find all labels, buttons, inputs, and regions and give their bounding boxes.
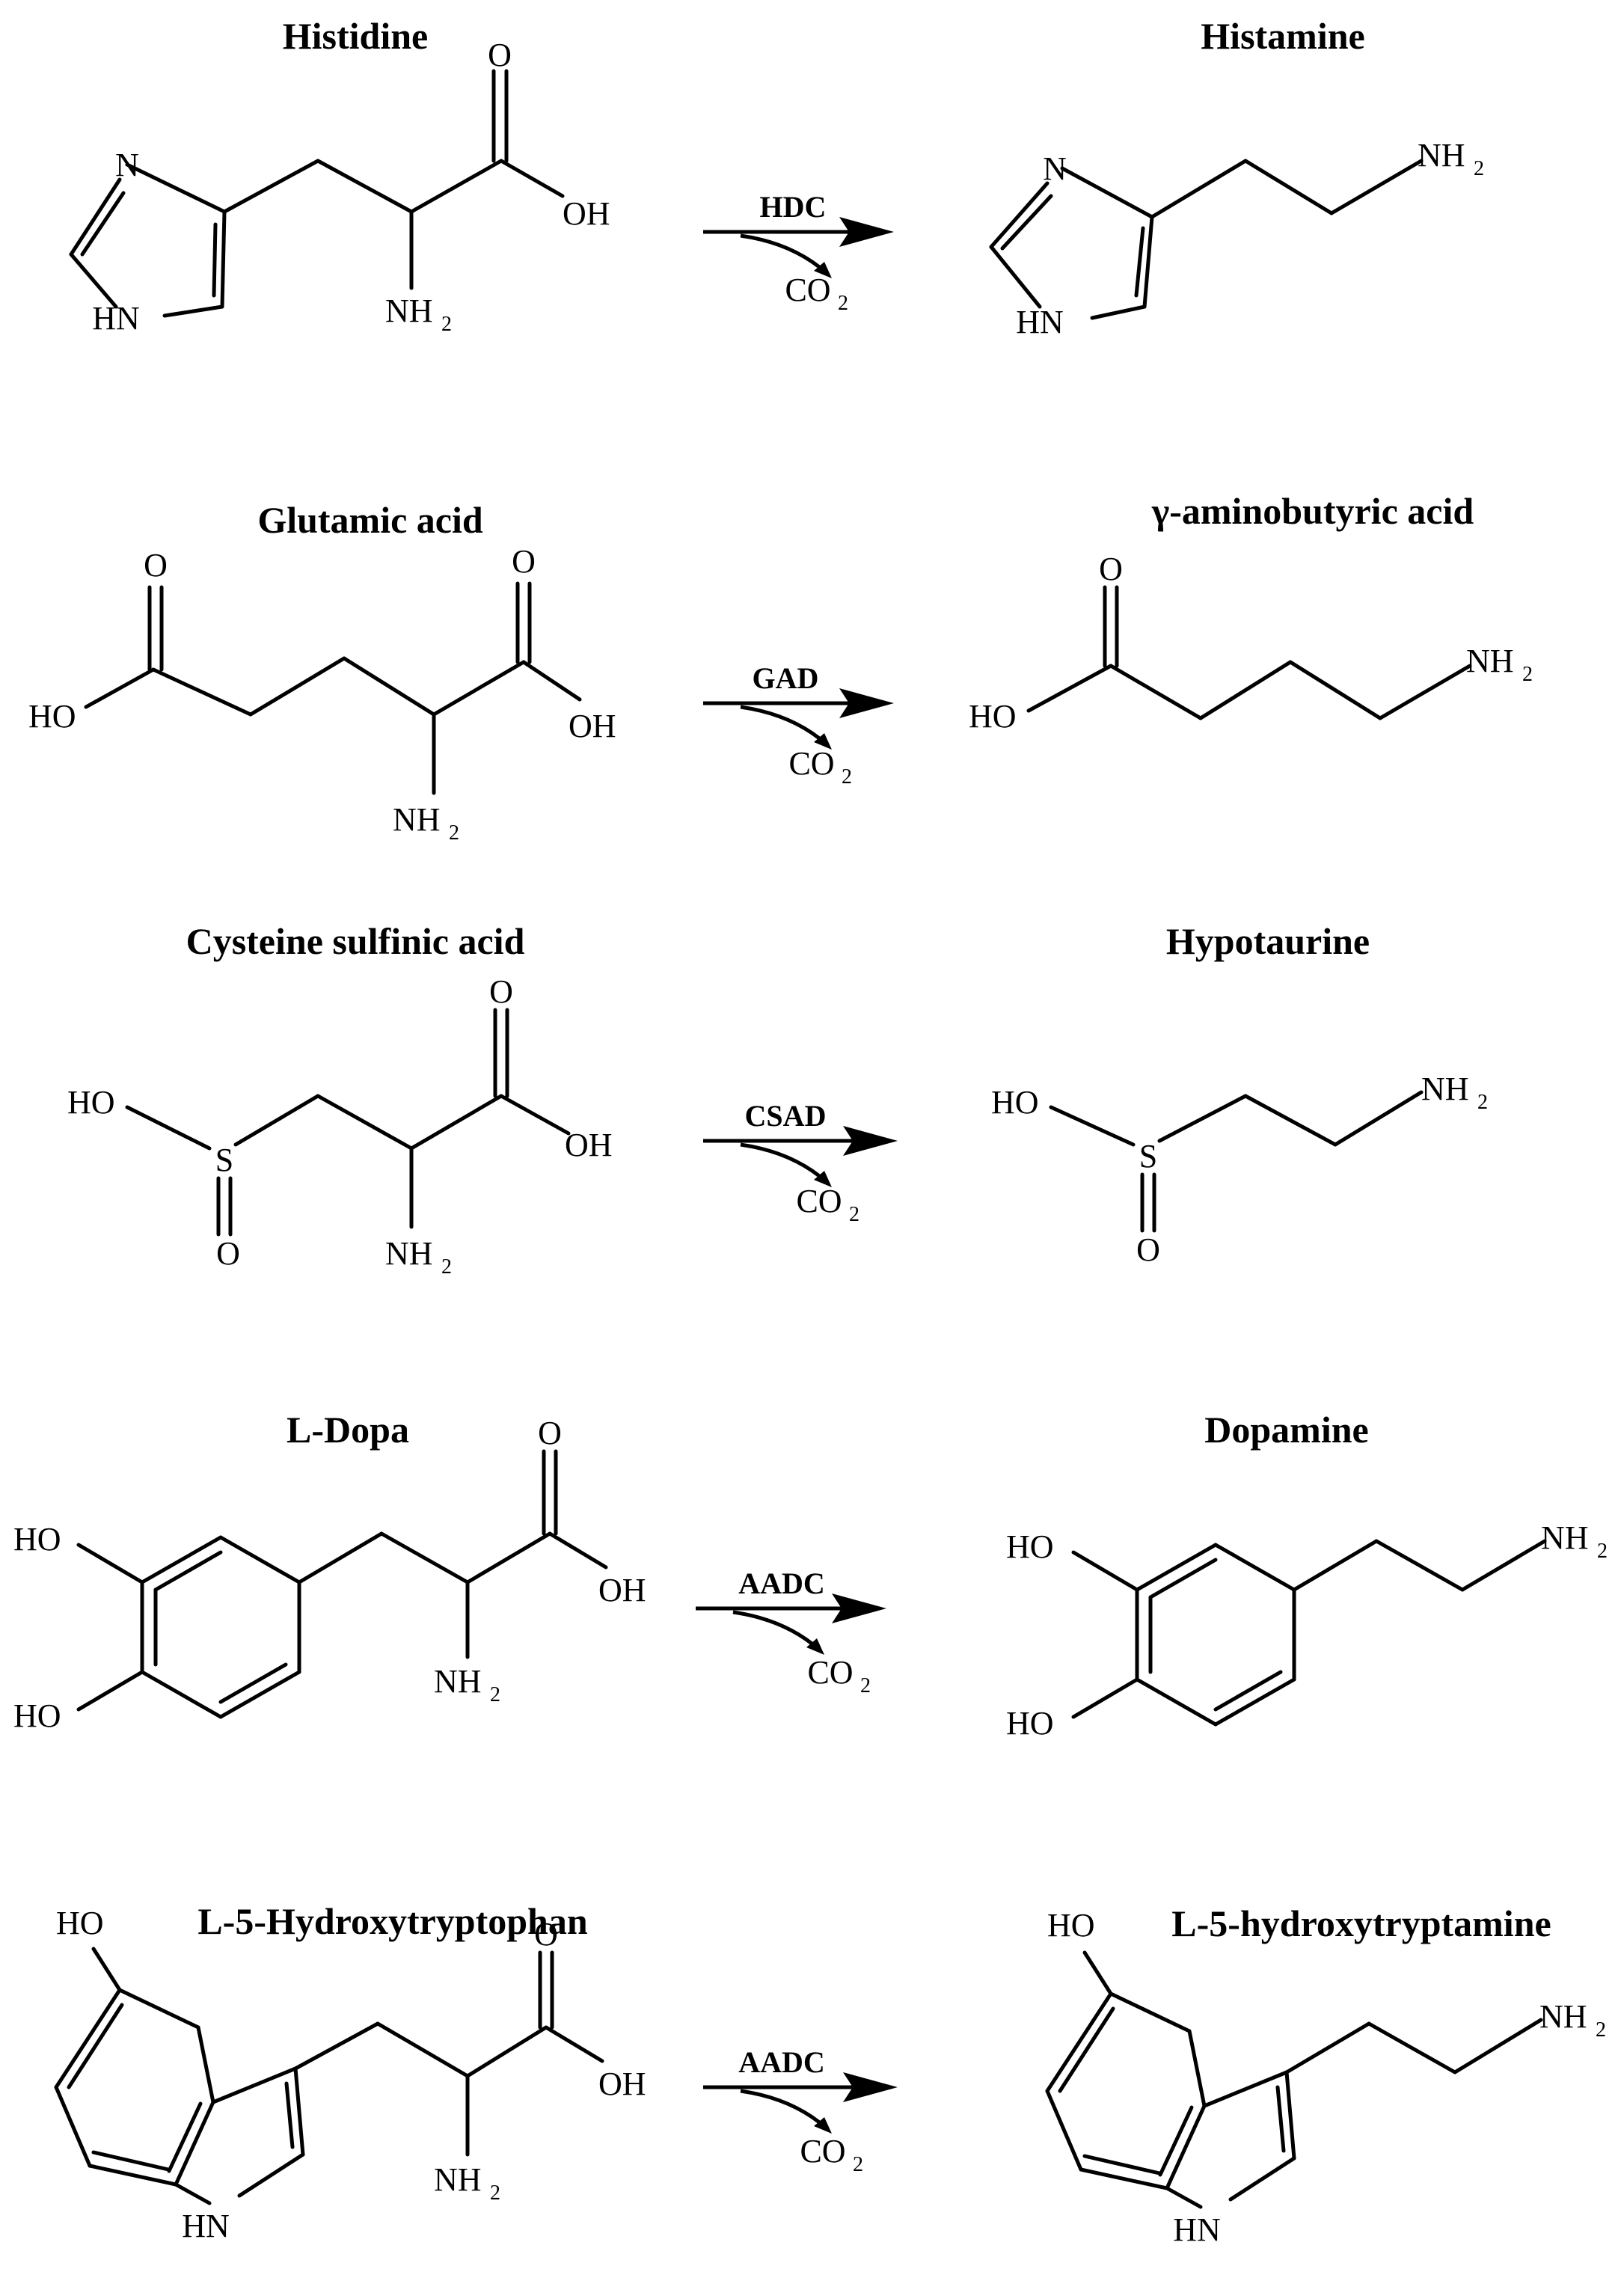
- atom-label: O: [512, 543, 536, 580]
- atom-label: HN: [182, 2208, 230, 2244]
- atom-label: O: [489, 973, 513, 1010]
- atom-label: OH: [565, 1127, 613, 1163]
- co2-subscript: 2: [838, 292, 848, 315]
- substrate-name-5: L-5-Hydroxytryptophan: [197, 1900, 588, 1942]
- atom-subscript: 2: [1522, 663, 1533, 686]
- 5-hydroxytryptophan-structure: HO HN O OH NH 2: [54, 1905, 646, 2244]
- histidine-structure: N HN O OH NH 2: [69, 37, 610, 337]
- atom-label: HO: [1006, 1528, 1054, 1565]
- atom-label: HO: [13, 1521, 61, 1558]
- substrate-name-2: Glutamic acid: [257, 499, 483, 541]
- co2-subscript: 2: [842, 765, 852, 789]
- product-name-5: L-5-hydroxytryptamine: [1171, 1902, 1551, 1944]
- atom-subscript: 2: [1597, 1540, 1608, 1563]
- atom-subscript: 2: [441, 1255, 452, 1279]
- gaba-structure: O HO NH 2: [969, 551, 1533, 735]
- enzyme-label-2: GAD: [753, 661, 819, 695]
- atom-label: OH: [598, 1572, 646, 1608]
- co2-subscript: 2: [849, 1203, 860, 1226]
- reaction-1: Histidine Histamine N HN O OH NH 2: [69, 15, 1484, 340]
- atom-label: OH: [598, 2066, 646, 2102]
- atom-label: NH: [1539, 1998, 1587, 2035]
- atom-label: N: [115, 147, 139, 183]
- reaction-arrow-2: GAD CO 2: [703, 661, 894, 789]
- atom-label: HO: [1006, 1705, 1054, 1742]
- atom-label: NH: [1418, 137, 1465, 174]
- atom-label: S: [1139, 1138, 1157, 1175]
- enzyme-label-3: CSAD: [745, 1099, 827, 1133]
- dopamine-structure: HO HO NH 2: [1006, 1519, 1608, 1742]
- atom-label: HO: [991, 1084, 1039, 1121]
- substrate-name-3: Cysteine sulfinic acid: [186, 920, 525, 962]
- glutamic-acid-structure: O HO O OH NH 2: [28, 543, 616, 845]
- atom-label: HO: [56, 1905, 104, 1941]
- atom-label: NH: [434, 2161, 482, 2198]
- atom-label: HO: [13, 1697, 61, 1734]
- atom-label: S: [215, 1142, 233, 1178]
- atom-label: HN: [92, 300, 140, 337]
- atom-label: N: [1043, 150, 1067, 187]
- atom-label: O: [488, 37, 512, 73]
- atom-label: O: [538, 1415, 562, 1451]
- atom-label: HN: [1173, 2211, 1221, 2248]
- atom-subscript: 2: [490, 2181, 500, 2205]
- atom-label: NH: [434, 1663, 482, 1700]
- reaction-2: Glutamic acid γ-aminobutyric acid O HO O…: [28, 490, 1533, 845]
- hypotaurine-structure: HO S O NH 2: [991, 1071, 1488, 1268]
- co2-label: CO: [785, 272, 830, 308]
- atom-label: O: [216, 1235, 240, 1272]
- substrate-name-4: L-Dopa: [287, 1409, 409, 1451]
- reaction-arrow-5: AADC CO 2: [703, 2045, 898, 2176]
- atom-subscript: 2: [490, 1683, 500, 1706]
- atom-label: NH: [393, 801, 441, 838]
- product-name-3: Hypotaurine: [1166, 920, 1370, 962]
- reaction-arrow-1: HDC CO 2: [703, 190, 894, 315]
- l-dopa-structure: HO HO O OH NH 2: [13, 1415, 646, 1734]
- atom-subscript: 2: [1596, 2018, 1606, 2042]
- product-name-1: Histamine: [1201, 15, 1364, 57]
- atom-label: O: [144, 547, 168, 584]
- atom-label: OH: [563, 195, 610, 232]
- product-name-4: Dopamine: [1204, 1409, 1368, 1451]
- atom-label: NH: [1421, 1071, 1469, 1107]
- reaction-arrow-4: AADC CO 2: [696, 1567, 886, 1697]
- atom-label: HO: [67, 1084, 115, 1121]
- atom-label: HN: [1016, 304, 1064, 340]
- atom-label: O: [534, 1916, 558, 1953]
- reaction-5: L-5-Hydroxytryptophan L-5-hydroxytryptam…: [54, 1900, 1606, 2248]
- atom-subscript: 2: [1474, 157, 1484, 180]
- product-name-2: γ-aminobutyric acid: [1151, 490, 1474, 532]
- co2-label: CO: [807, 1654, 853, 1691]
- atom-label: O: [1136, 1231, 1160, 1268]
- enzyme-label-5: AADC: [738, 2045, 825, 2079]
- atom-label: HO: [1047, 1907, 1095, 1944]
- cysteine-sulfinic-acid-structure: HO S O O OH NH 2: [67, 973, 613, 1279]
- atom-label: HO: [28, 698, 76, 735]
- atom-label: O: [1099, 551, 1123, 587]
- histamine-structure: N HN NH 2: [989, 137, 1484, 340]
- atom-label: NH: [385, 1235, 433, 1272]
- atom-subscript: 2: [441, 313, 452, 336]
- co2-label: CO: [788, 745, 834, 782]
- atom-label: NH: [1466, 643, 1514, 679]
- co2-label: CO: [796, 1183, 842, 1219]
- co2-subscript: 2: [860, 1674, 871, 1697]
- co2-subscript: 2: [853, 2153, 863, 2176]
- atom-label: OH: [569, 708, 616, 744]
- atom-subscript: 2: [1477, 1091, 1488, 1114]
- 5-hydroxytryptamine-structure: HO HN NH 2: [1045, 1907, 1606, 2248]
- atom-label: NH: [1541, 1519, 1589, 1556]
- reaction-arrow-3: CSAD CO 2: [703, 1099, 898, 1226]
- atom-label: NH: [385, 293, 433, 329]
- reaction-3: Cysteine sulfinic acid Hypotaurine HO S …: [67, 920, 1488, 1279]
- enzyme-label-4: AADC: [738, 1567, 825, 1600]
- co2-label: CO: [800, 2133, 845, 2170]
- atom-subscript: 2: [449, 821, 459, 845]
- reaction-4: L-Dopa Dopamine HO HO O OH: [13, 1409, 1608, 1742]
- substrate-name-1: Histidine: [283, 15, 428, 57]
- atom-label: HO: [969, 698, 1017, 735]
- enzyme-label-1: HDC: [760, 190, 827, 224]
